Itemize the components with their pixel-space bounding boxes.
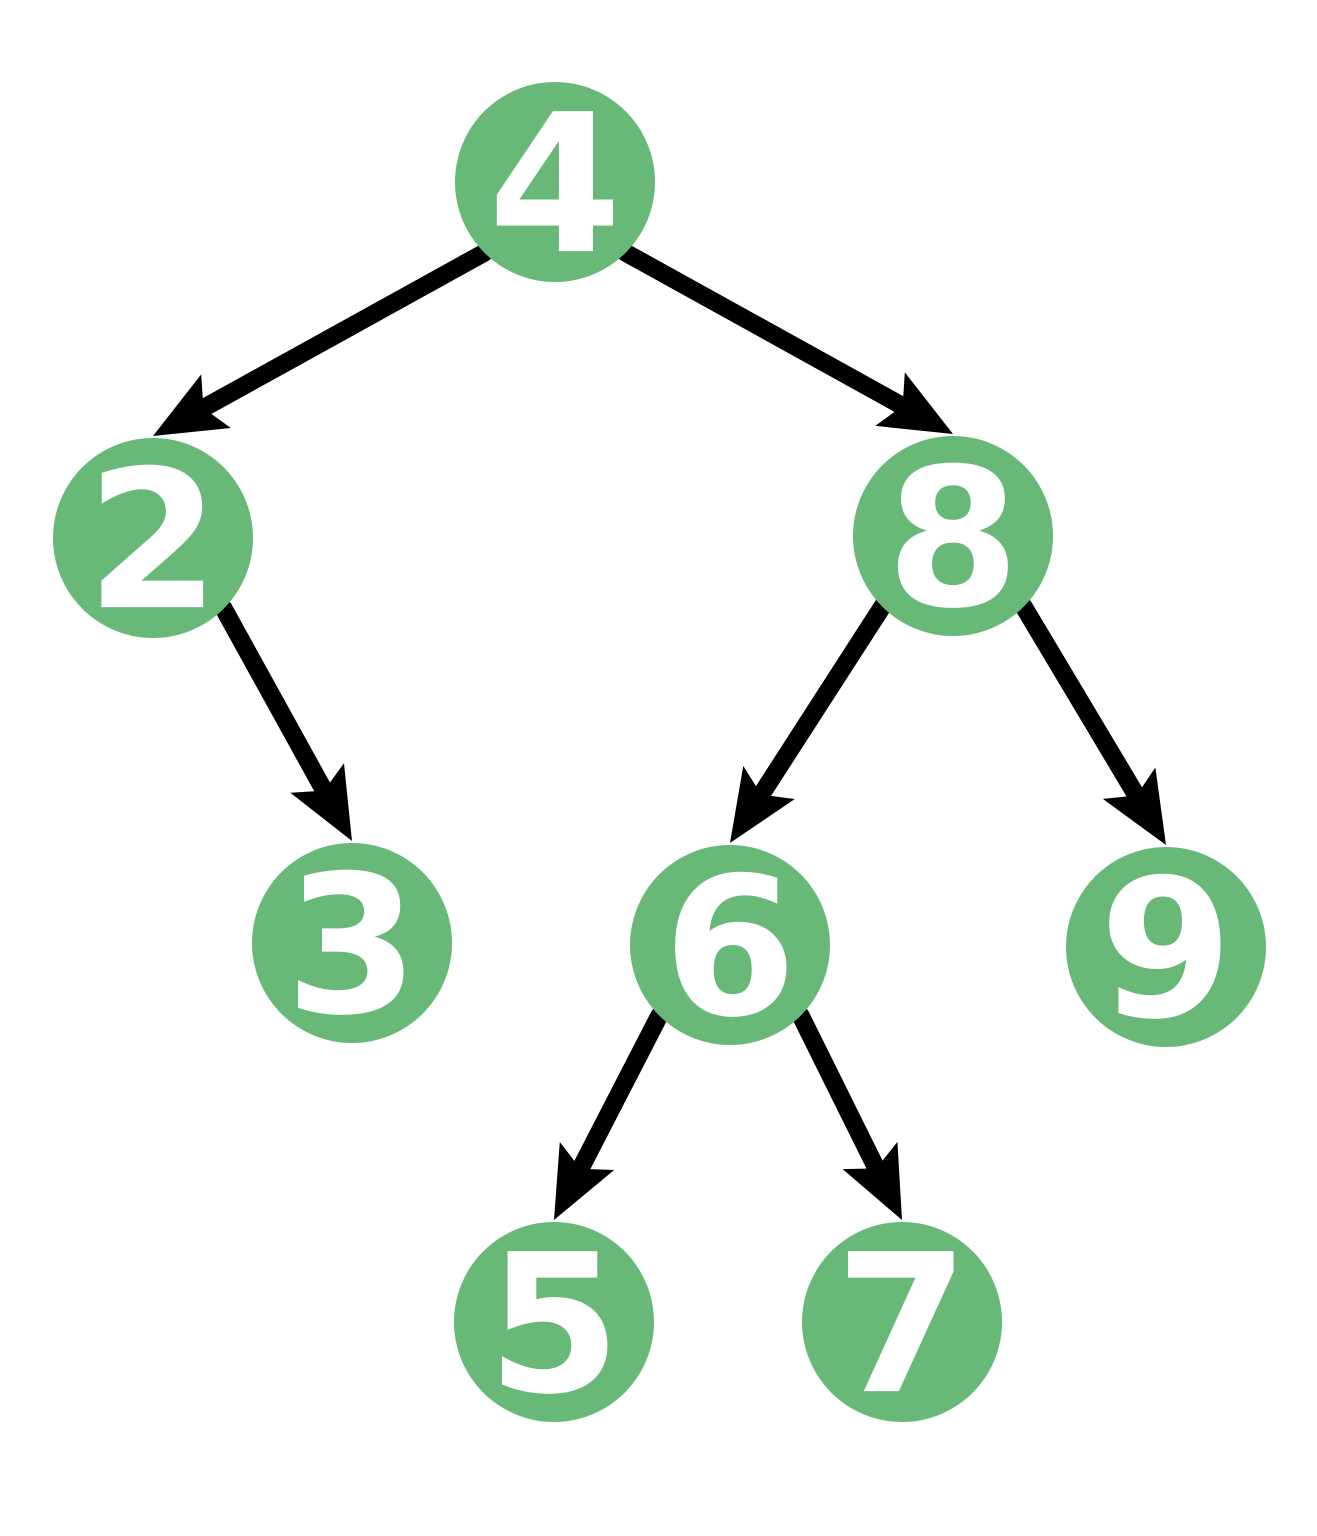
node-circle-9 [1066, 847, 1266, 1047]
node-label-5: 5 [487, 1214, 621, 1437]
node-circle-3 [252, 843, 452, 1043]
node-circle-2 [53, 438, 253, 638]
tree-node-7: 7 [802, 1214, 1002, 1437]
tree-node-8: 8 [853, 428, 1053, 651]
node-circle-7 [802, 1222, 1002, 1422]
tree-node-3: 3 [252, 835, 452, 1058]
node-circle-8 [853, 436, 1053, 636]
node-label-2: 2 [86, 430, 220, 653]
edge-4-to-8 [616, 243, 954, 434]
node-label-7: 7 [835, 1214, 969, 1437]
tree-edges [153, 243, 1167, 1221]
node-circle-6 [630, 845, 830, 1045]
node-circle-4 [455, 82, 655, 282]
node-label-3: 3 [285, 835, 419, 1058]
node-circle-5 [454, 1222, 654, 1422]
node-label-9: 9 [1099, 839, 1233, 1062]
edge-8-to-6 [729, 597, 892, 843]
edge-6-to-7 [791, 1006, 903, 1220]
edge-2-to-3 [214, 599, 353, 842]
edge-6-to-5 [554, 1006, 669, 1221]
node-label-4: 4 [488, 74, 622, 297]
node-label-6: 6 [663, 837, 797, 1060]
edge-8-to-9 [1014, 597, 1167, 846]
tree-node-5: 5 [454, 1214, 654, 1437]
tree-node-9: 9 [1066, 839, 1266, 1062]
edge-4-to-2 [153, 243, 494, 436]
tree-node-4: 4 [455, 74, 655, 297]
tree-node-2: 2 [53, 430, 253, 653]
node-label-8: 8 [886, 428, 1020, 651]
tree-node-6: 6 [630, 837, 830, 1060]
